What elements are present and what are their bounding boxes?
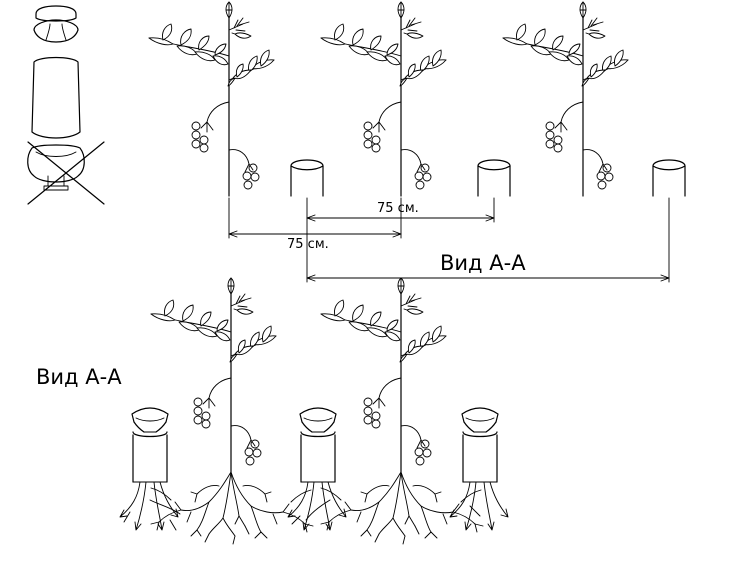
roots-lateral-left <box>123 499 181 531</box>
bottle-top-1 <box>290 159 324 197</box>
section-title: Вид А-А <box>36 365 122 389</box>
bottle-section-3 <box>449 407 509 531</box>
plant-section-2 <box>320 277 447 473</box>
plant-section-1 <box>150 277 277 473</box>
top-row-bottles <box>290 159 686 197</box>
plant-top-2 <box>320 1 447 197</box>
bottle-top-2 <box>477 159 511 197</box>
top-row-plants <box>148 1 629 197</box>
bottle-section-2 <box>287 407 347 531</box>
section-mark: Вид А-А <box>440 251 526 275</box>
plant-top-3 <box>502 1 629 197</box>
dim-label-lower: 75 см. <box>287 237 329 252</box>
bottle-top-3 <box>652 159 686 197</box>
roots-section-1 <box>150 471 314 545</box>
bottle-section-1 <box>119 407 179 531</box>
plant-top-1 <box>148 1 275 197</box>
dimension-lines <box>228 197 670 283</box>
roots-lateral-right <box>291 499 481 525</box>
dim-label-upper: 75 см. <box>377 201 419 216</box>
bottle-illustration <box>27 5 105 205</box>
section-view <box>119 277 509 545</box>
